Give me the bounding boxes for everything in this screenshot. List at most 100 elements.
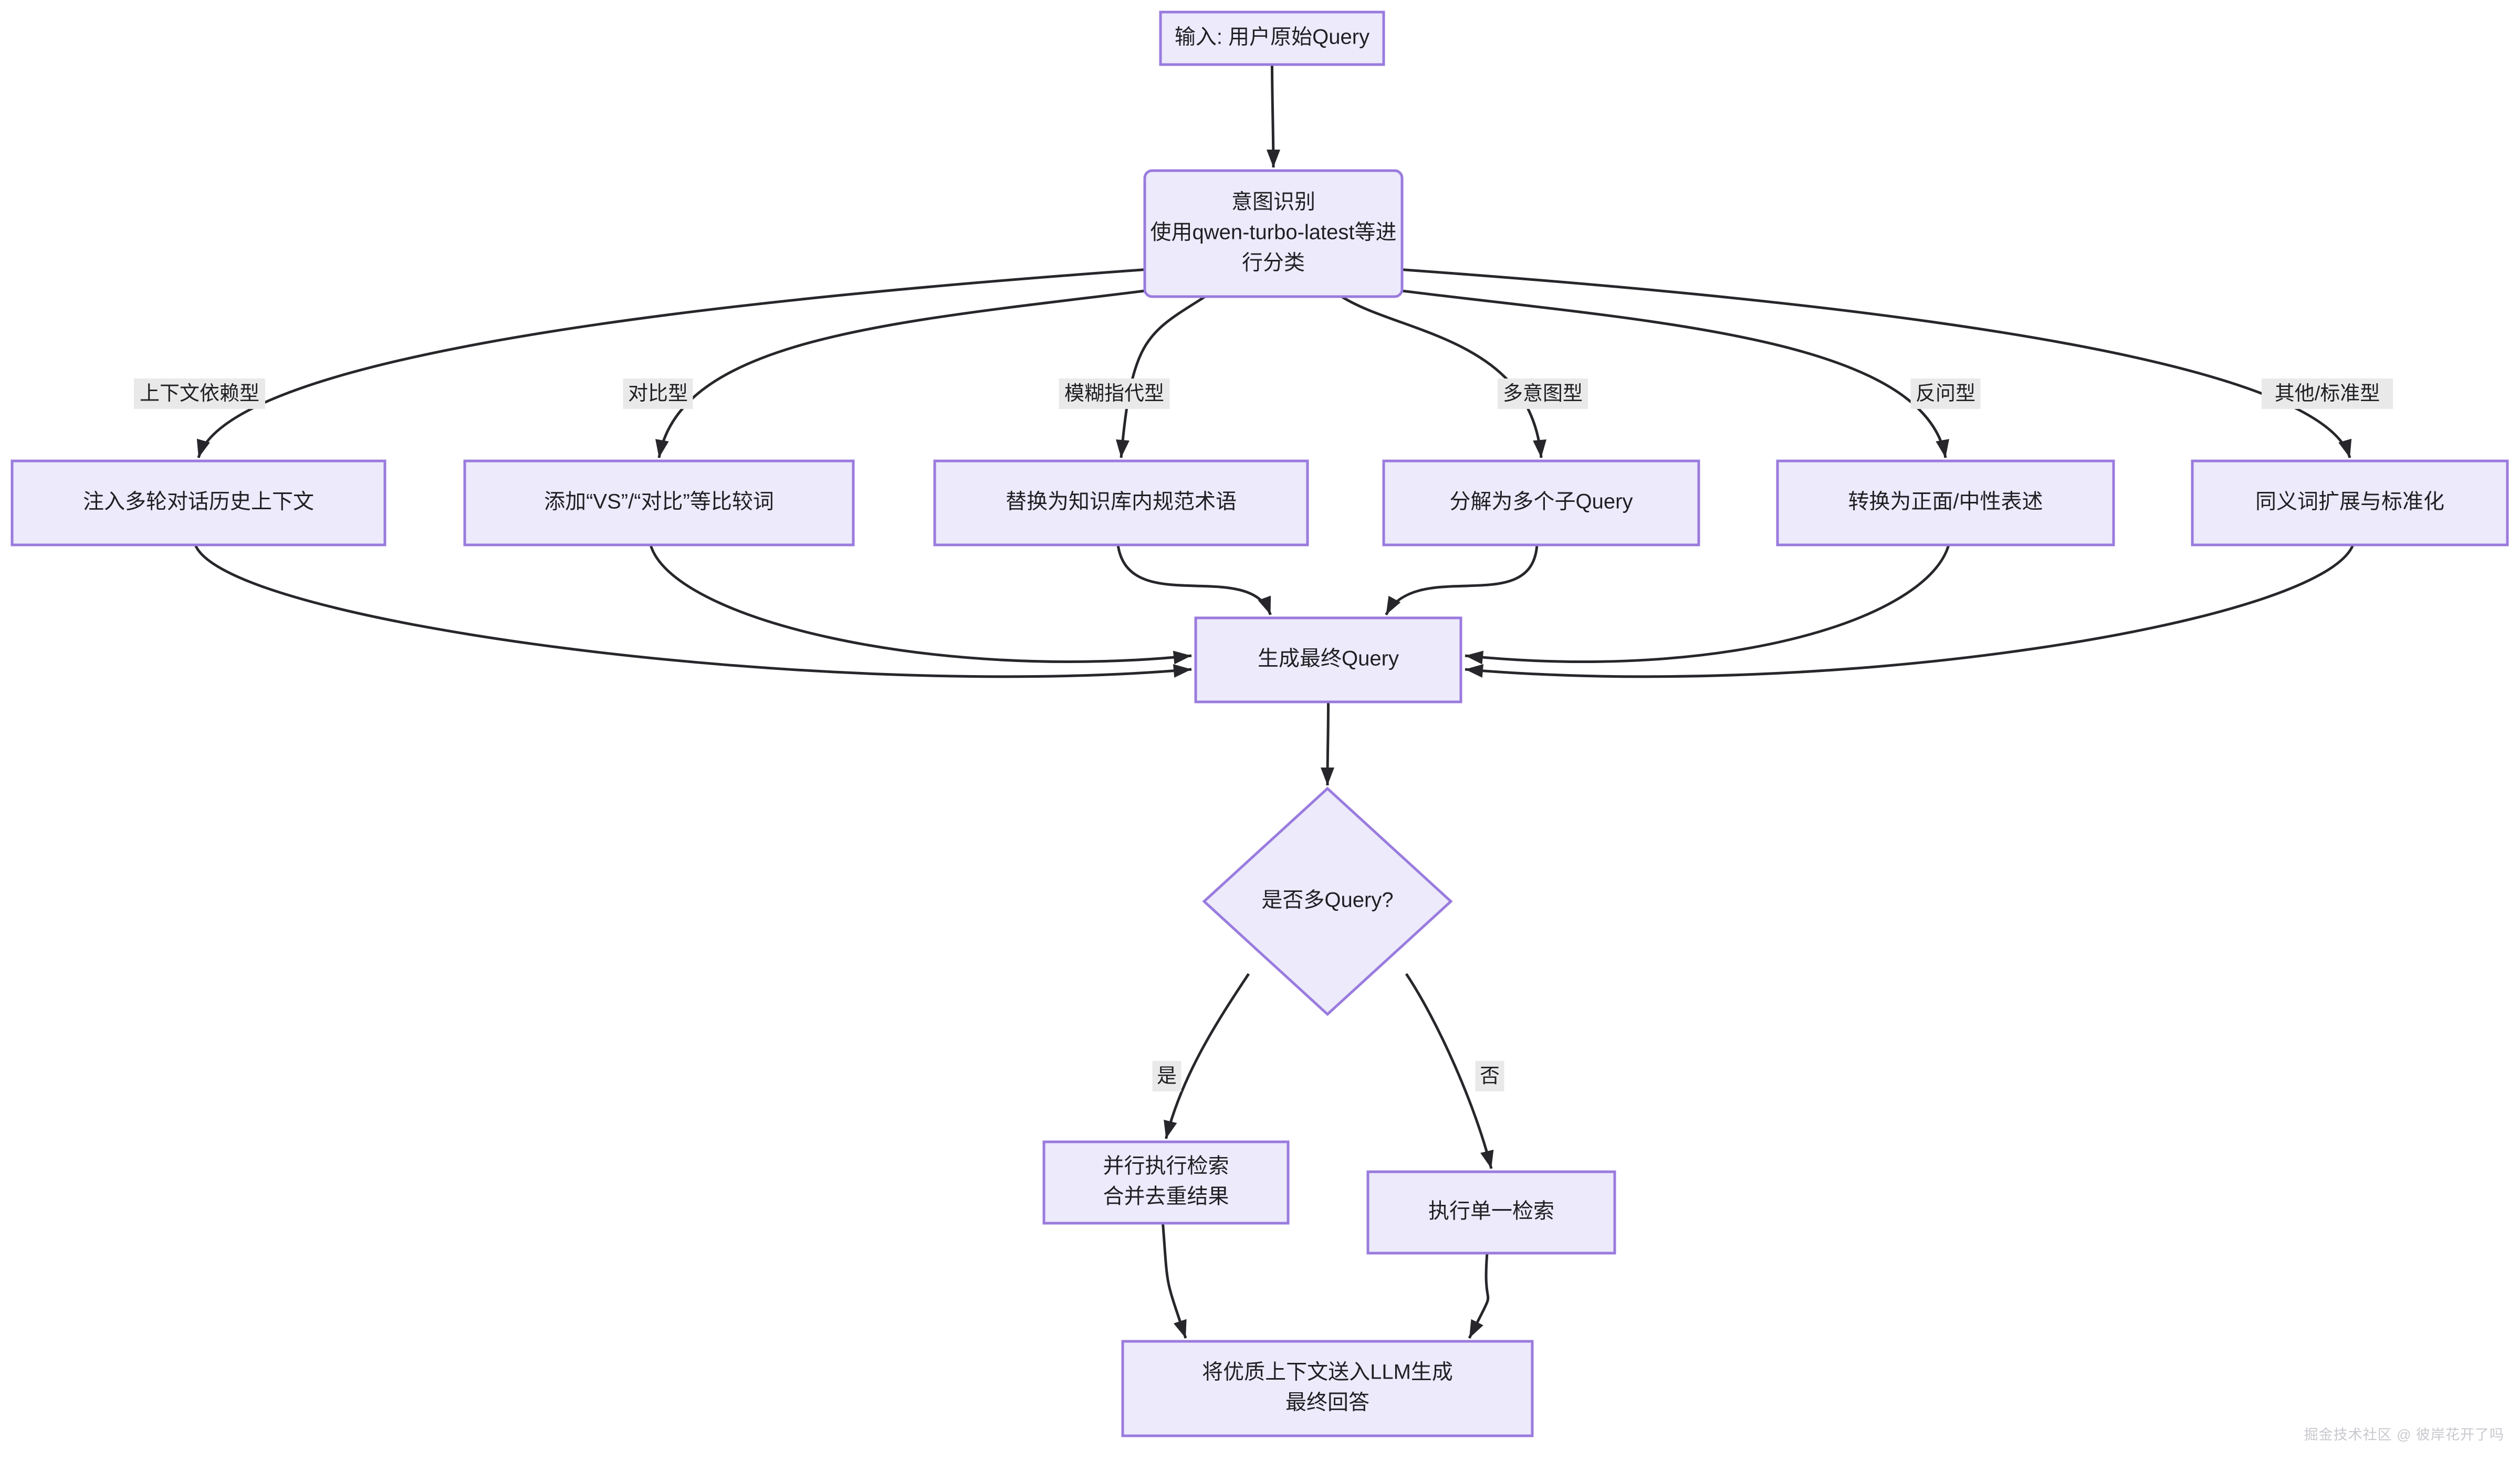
- edge-e-intent-context: [196, 268, 1149, 458]
- node-label: 执行单一检索: [1428, 1200, 1554, 1223]
- edge-label-e-intent-context: 上下文依赖型: [134, 379, 265, 409]
- node-shape-rect: [463, 459, 855, 547]
- node-label: 并行执行检索: [1103, 1154, 1229, 1178]
- node-label: 替换为知识库内规范术语: [1006, 490, 1237, 513]
- edge-line: [649, 544, 1192, 663]
- edge-label-e-intent-multi: 多意图型: [1498, 379, 1588, 409]
- edge-arrowhead: [1267, 150, 1280, 167]
- edge-e-intent-compare: [655, 289, 1149, 458]
- edge-e-input-intent: [1267, 64, 1280, 168]
- node-shape-rect: [1121, 1340, 1534, 1437]
- node-branch-vague[interactable]: 替换为知识库内规范术语: [933, 459, 1309, 547]
- node-branch-multi[interactable]: 分解为多个子Query: [1382, 459, 1700, 547]
- edge-arrowhead: [1115, 439, 1130, 458]
- edge-label-text: 反问型: [1916, 383, 1975, 405]
- edge-arrowhead: [655, 439, 669, 458]
- edge-label-background: [1059, 379, 1170, 409]
- node-branch-rhetorical[interactable]: 转换为正面/中性表述: [1776, 459, 2115, 547]
- node-single-retrieval[interactable]: 执行单一检索: [1366, 1170, 1616, 1255]
- edge-e-parallel-llm: [1162, 1223, 1187, 1339]
- edge-arrowhead: [1936, 439, 1949, 458]
- edge-arrowhead: [196, 438, 210, 458]
- edge-arrowhead: [1386, 595, 1401, 615]
- node-shape-rect: [1366, 1170, 1616, 1255]
- edge-line: [197, 268, 1149, 458]
- edge-line: [1341, 295, 1543, 458]
- edge-line: [194, 544, 1192, 678]
- node-branch-compare[interactable]: 添加“VS”/“对比”等比较词: [463, 459, 855, 547]
- edge-line: [1165, 973, 1250, 1139]
- edge-arrowhead: [1173, 650, 1191, 665]
- edge-label-e-intent-rhetorical: 反问型: [1910, 379, 1981, 409]
- node-decision[interactable]: 是否多Query?: [1202, 786, 1453, 1016]
- node-label: 是否多Query?: [1261, 889, 1393, 912]
- edge-line: [1465, 544, 2355, 678]
- edge-arrowhead: [1173, 1319, 1187, 1338]
- edge-e-intent-vague: [1115, 295, 1206, 458]
- node-input[interactable]: 输入: 用户原始Query: [1159, 10, 1385, 66]
- node-shape-rect: [1382, 459, 1700, 547]
- edge-e-intent-rhetorical: [1397, 289, 1949, 458]
- node-branch-context[interactable]: 注入多轮对话历史上下文: [11, 459, 386, 547]
- edge-label-text: 否: [1480, 1065, 1500, 1087]
- watermark: 掘金技术社区 @ 彼岸花开了吗: [2304, 1427, 2504, 1443]
- edge-label-text: 多意图型: [1503, 383, 1583, 405]
- edge-label-text: 其他/标准型: [2275, 383, 2380, 405]
- edge-e-compare-final: [649, 544, 1192, 665]
- node-label: 意图识别: [1231, 191, 1315, 214]
- node-label: 输入: 用户原始Query: [1175, 26, 1369, 49]
- edge-e-intent-standard: [1397, 268, 2352, 458]
- edge-line: [1405, 973, 1493, 1169]
- node-label: 注入多轮对话历史上下文: [83, 490, 314, 513]
- edge-arrowhead: [1173, 664, 1191, 678]
- edge-label-background: [2262, 379, 2393, 409]
- node-label: 行分类: [1242, 251, 1305, 275]
- node-label: 使用qwen-turbo-latest等进: [1150, 221, 1396, 244]
- edge-e-decision-single: [1405, 973, 1494, 1169]
- edge-line: [1162, 1223, 1187, 1339]
- node-shape-rect: [1776, 459, 2115, 547]
- edge-arrowhead: [1258, 595, 1271, 615]
- node-final-query[interactable]: 生成最终Query: [1194, 616, 1462, 703]
- edge-label-e-decision-single: 否: [1475, 1061, 1504, 1091]
- edge-arrowhead: [2338, 438, 2352, 458]
- edge-e-standard-final: [1465, 544, 2355, 678]
- node-label: 添加“VS”/“对比”等比较词: [544, 490, 774, 513]
- edge-label-e-intent-compare: 对比型: [623, 379, 693, 409]
- edge-line: [1397, 289, 1947, 458]
- node-label: 将优质上下文送入LLM生成: [1202, 1361, 1453, 1384]
- edge-label-text: 对比型: [628, 383, 688, 405]
- node-shape-diamond: [1202, 786, 1453, 1016]
- edge-line: [1465, 544, 1950, 663]
- node-shape-rect: [1143, 169, 1404, 298]
- node-label: 合并去重结果: [1103, 1185, 1229, 1208]
- node-shape-rect: [1042, 1140, 1290, 1225]
- node-label: 分解为多个子Query: [1450, 490, 1633, 513]
- edge-label-background: [1498, 379, 1588, 409]
- edge-label-e-decision-parallel: 是: [1152, 1061, 1181, 1091]
- edges-layer: [194, 64, 2355, 1339]
- edge-label-e-intent-standard: 其他/标准型: [2262, 379, 2393, 409]
- edge-e-single-llm: [1468, 1253, 1490, 1339]
- edge-arrowhead: [1321, 768, 1334, 785]
- edge-arrowhead: [1469, 1319, 1483, 1338]
- edge-e-vague-final: [1116, 544, 1272, 615]
- edge-e-decision-parallel: [1164, 973, 1250, 1139]
- edge-arrowhead: [1533, 439, 1547, 458]
- edge-label-text: 是: [1157, 1065, 1177, 1087]
- node-shape-rect: [1194, 616, 1462, 703]
- node-shape-rect: [11, 459, 386, 547]
- edge-label-background: [1475, 1061, 1504, 1091]
- node-label: 生成最终Query: [1258, 647, 1399, 670]
- edge-label-background: [134, 379, 265, 409]
- node-branch-standard[interactable]: 同义词扩展与标准化: [2191, 459, 2509, 547]
- edge-line: [1397, 268, 2351, 458]
- edge-e-multi-final: [1385, 544, 1539, 616]
- node-label: 同义词扩展与标准化: [2255, 490, 2444, 513]
- edge-arrowhead: [1465, 664, 1483, 678]
